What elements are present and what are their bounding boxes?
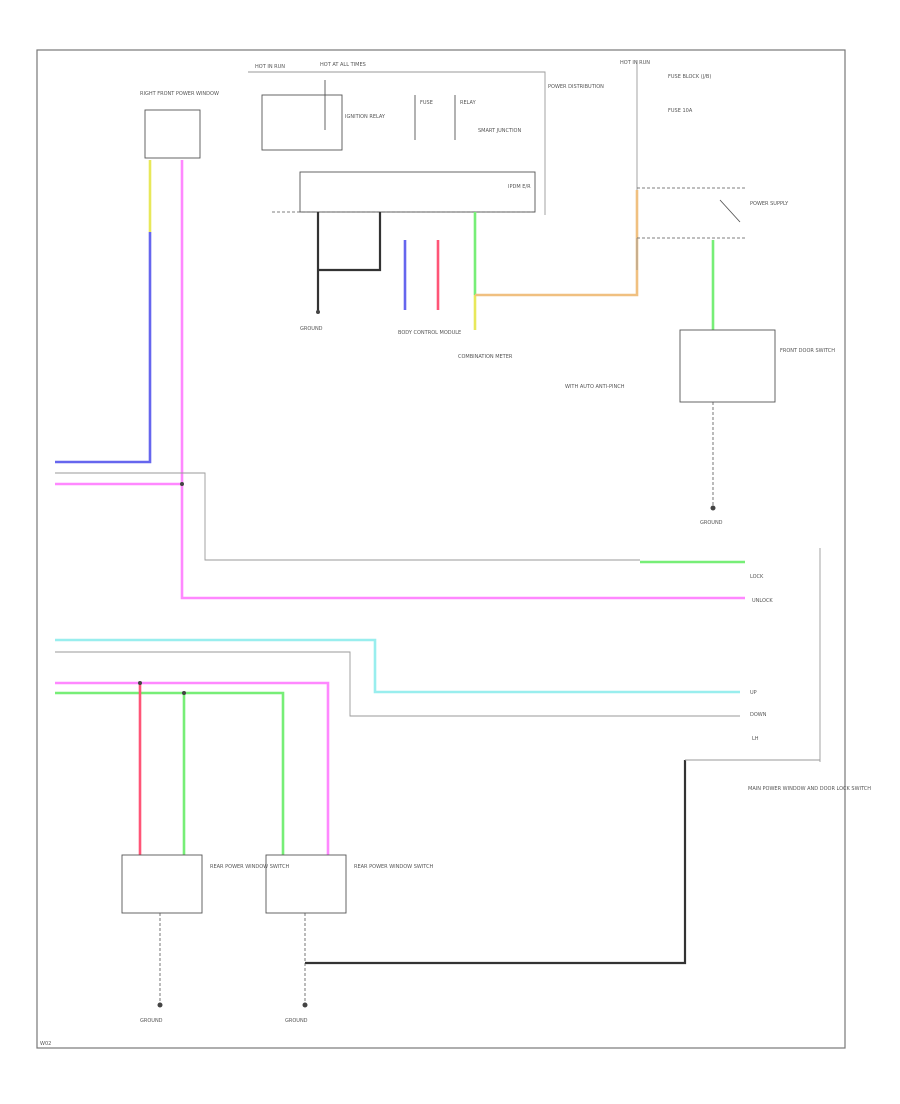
label-14: BODY CONTROL MODULE bbox=[398, 330, 461, 336]
ipdm-box bbox=[299, 171, 536, 213]
label-33: W02 bbox=[40, 1041, 51, 1047]
splice-node-3 bbox=[182, 691, 186, 695]
diagram-frame bbox=[36, 49, 846, 1049]
label-01: RIGHT FRONT POWER WINDOW bbox=[140, 91, 219, 97]
label-11: FUSE 10A bbox=[668, 108, 693, 114]
splice-node-1 bbox=[180, 482, 184, 486]
ground-node-center bbox=[302, 1002, 308, 1008]
label-22: GROUND bbox=[700, 520, 723, 526]
wire-green-bottom bbox=[55, 691, 285, 855]
splice-node-2 bbox=[138, 681, 142, 685]
ignition-relay-box bbox=[261, 94, 343, 151]
ground-node-left bbox=[157, 1002, 163, 1008]
label-27: GROUND bbox=[140, 1018, 163, 1024]
label-02: HOT IN RUN bbox=[255, 64, 285, 70]
label-18: POWER SUPPLY bbox=[750, 201, 789, 207]
label-09: IPDM E/R bbox=[508, 184, 531, 190]
wire-orange bbox=[475, 190, 639, 297]
wire-blue-left bbox=[55, 232, 152, 464]
label-21: LH bbox=[752, 736, 759, 742]
label-05: POWER DISTRIBUTION bbox=[548, 84, 604, 90]
label-31: UP bbox=[750, 690, 757, 696]
label-32: DOWN bbox=[750, 712, 767, 718]
front-door-switch-box bbox=[679, 329, 776, 403]
wire-cyan-long bbox=[55, 638, 740, 694]
bcm-switch bbox=[719, 199, 741, 223]
fuse-contacts bbox=[414, 95, 456, 140]
rf-window-component bbox=[144, 109, 201, 159]
wire-pink-bottom bbox=[55, 681, 330, 855]
wire-gray-mid bbox=[55, 472, 640, 561]
wire-pink-long bbox=[180, 160, 640, 600]
rear-window-switch-left bbox=[121, 854, 203, 914]
wire-black-loop bbox=[318, 212, 382, 272]
label-19: WITH AUTO ANTI-PINCH bbox=[565, 384, 625, 390]
label-04: IGNITION RELAY bbox=[345, 114, 386, 120]
label-03: HOT AT ALL TIMES bbox=[320, 62, 366, 68]
label-06: FUSE bbox=[420, 100, 433, 106]
label-02b: HOT IN RUN bbox=[620, 60, 650, 66]
label-20: FRONT DOOR SWITCH bbox=[780, 348, 835, 354]
label-12: GROUND bbox=[300, 326, 323, 332]
label-29: LOCK bbox=[750, 574, 764, 580]
wire-gray-low bbox=[55, 651, 740, 717]
label-30: UNLOCK bbox=[752, 598, 773, 604]
splice-node-4 bbox=[316, 310, 320, 314]
label-08: SMART JUNCTION bbox=[478, 128, 521, 134]
label-07: RELAY bbox=[460, 100, 477, 106]
top-bus-line bbox=[248, 71, 546, 215]
label-25: REAR POWER WINDOW SWITCH bbox=[354, 864, 434, 870]
label-15: COMBINATION METER bbox=[458, 354, 513, 360]
wire-black-ground-return bbox=[305, 760, 687, 965]
label-24: REAR POWER WINDOW SWITCH bbox=[210, 864, 290, 870]
label-28: GROUND bbox=[285, 1018, 308, 1024]
label-23: MAIN POWER WINDOW AND DOOR LOCK SWITCH bbox=[748, 786, 871, 792]
rear-window-switch-right bbox=[265, 854, 347, 914]
label-17: FUSE BLOCK (J/B) bbox=[668, 74, 711, 80]
ground-node-right bbox=[710, 505, 716, 511]
